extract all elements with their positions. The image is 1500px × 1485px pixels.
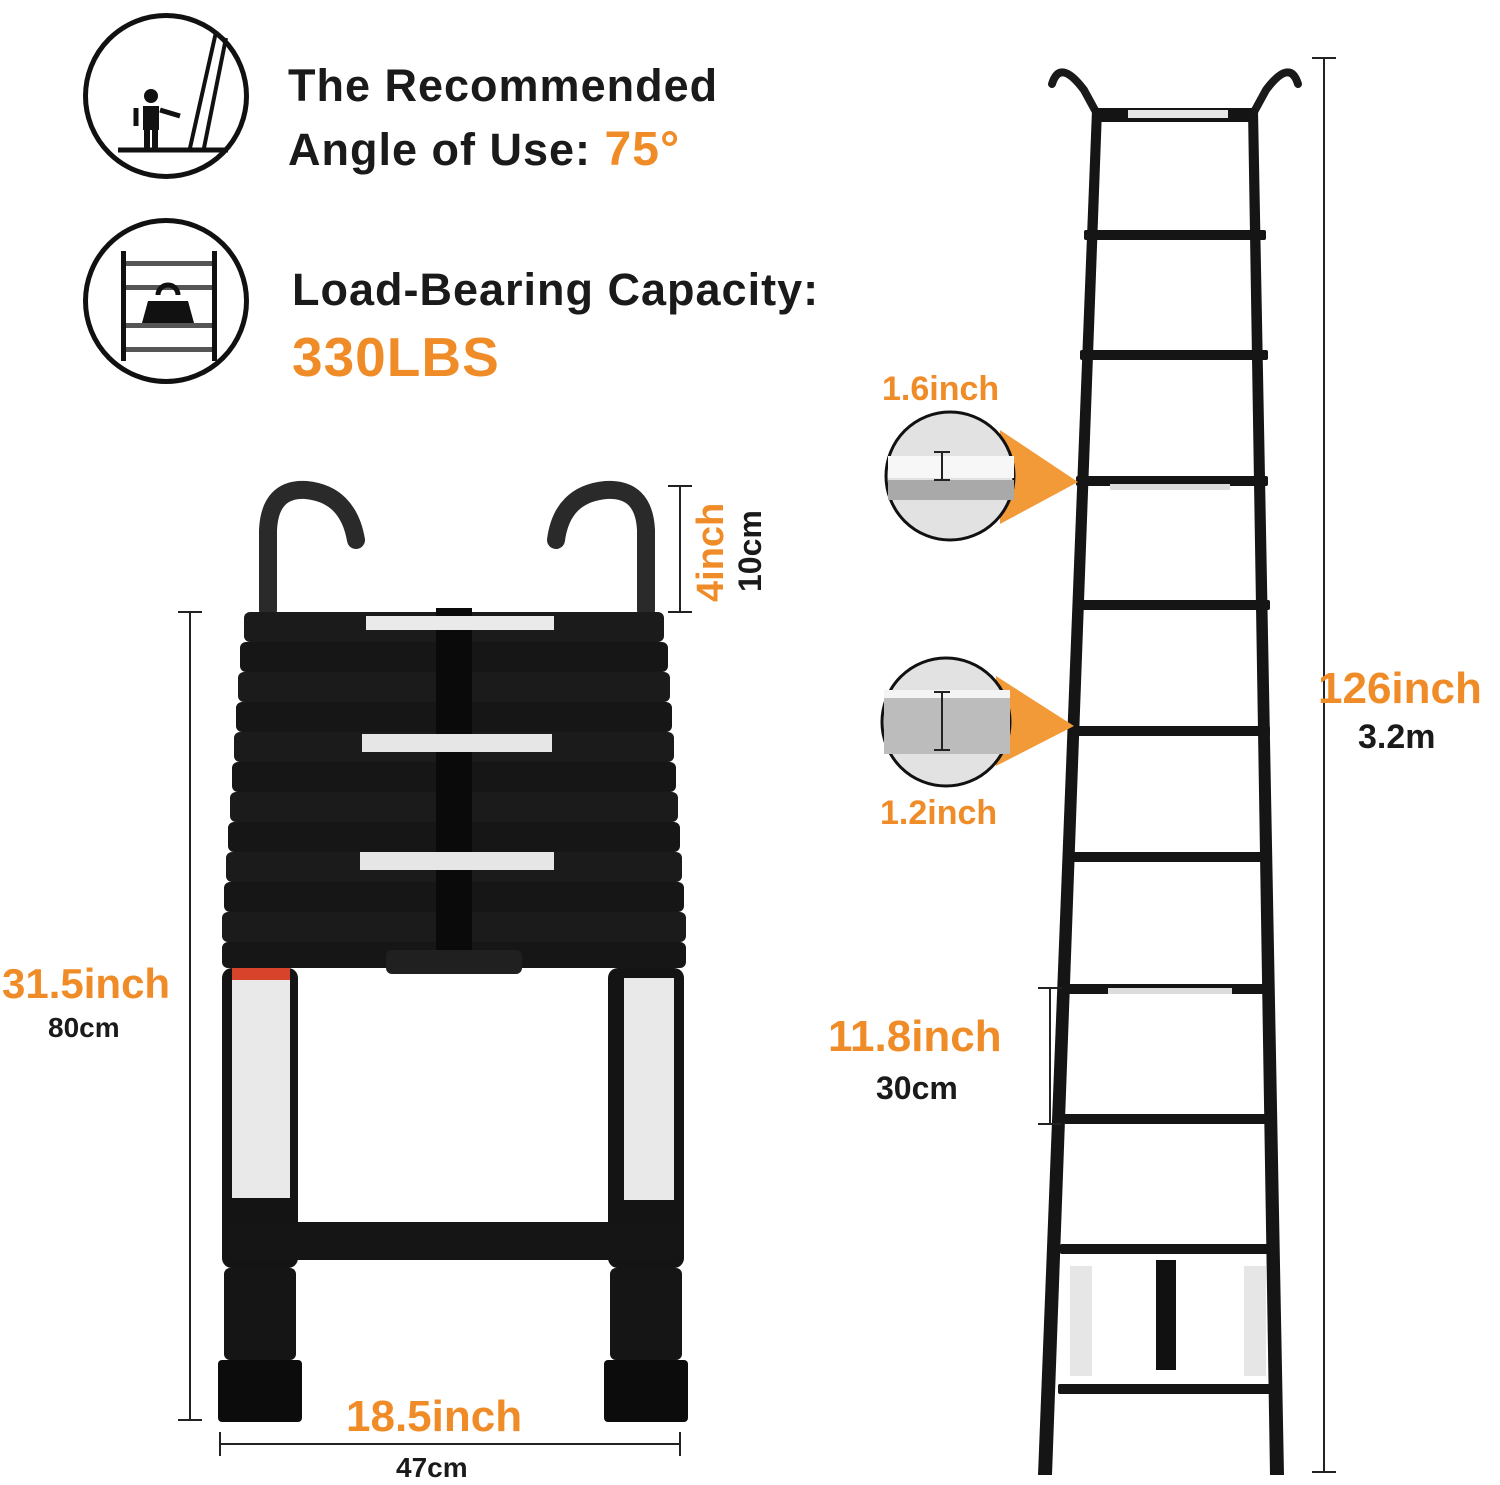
left-foot xyxy=(218,1360,302,1422)
extended-left-stile xyxy=(1038,110,1102,1475)
extended-height-inch: 126inch xyxy=(1318,664,1482,713)
rung-spacing-cm: 30cm xyxy=(876,1070,958,1106)
extended-ladder-illustration xyxy=(1038,68,1302,1475)
folded-height-inch: 31.5inch xyxy=(2,960,171,1007)
angle-spec-line2: Angle of Use: 75° xyxy=(288,118,848,182)
extended-height-m: 3.2m xyxy=(1358,718,1436,756)
load-capacity-icon xyxy=(83,218,249,384)
rung-spacing-inch: 11.8inch xyxy=(828,1012,1002,1061)
person-ladder-icon xyxy=(118,31,228,153)
extended-right-hook xyxy=(1250,68,1302,116)
folded-height-cm: 80cm xyxy=(48,1012,120,1043)
rung-depth-inch: 1.2inch xyxy=(880,794,998,832)
weight-ladder-icon xyxy=(121,251,217,361)
extended-right-stile xyxy=(1248,110,1284,1475)
load-spec: Load-Bearing Capacity: 330LBS xyxy=(292,258,932,392)
rung-width-inch: 1.6inch xyxy=(882,370,1000,408)
folded-dimension-lines xyxy=(178,485,692,1456)
angle-spec-label: Angle of Use: xyxy=(288,124,592,175)
angle-of-use-icon xyxy=(83,13,249,179)
load-spec-value: 330LBS xyxy=(292,326,500,388)
angle-spec: The Recommended Angle of Use: 75° xyxy=(288,54,848,182)
width-inch: 18.5inch xyxy=(346,1392,523,1441)
right-warning-label xyxy=(624,978,674,1200)
rung-depth-callout xyxy=(880,656,1074,788)
left-hook xyxy=(259,480,365,619)
right-foot xyxy=(604,1360,688,1422)
extended-left-hook xyxy=(1048,68,1100,116)
right-hook xyxy=(547,480,655,619)
rung-width-callout xyxy=(884,410,1078,542)
hook-height-inch: 4inch xyxy=(690,502,732,602)
left-warning-label xyxy=(232,968,290,1198)
width-cm: 47cm xyxy=(396,1452,468,1483)
angle-spec-line1: The Recommended xyxy=(288,60,719,111)
load-spec-label: Load-Bearing Capacity: xyxy=(292,264,820,315)
extended-dimension-lines xyxy=(1038,57,1336,1473)
bottom-rung xyxy=(226,1222,680,1260)
angle-spec-value: 75° xyxy=(604,123,681,176)
hook-height-cm: 10cm xyxy=(732,510,768,592)
velcro-strap xyxy=(436,608,472,968)
